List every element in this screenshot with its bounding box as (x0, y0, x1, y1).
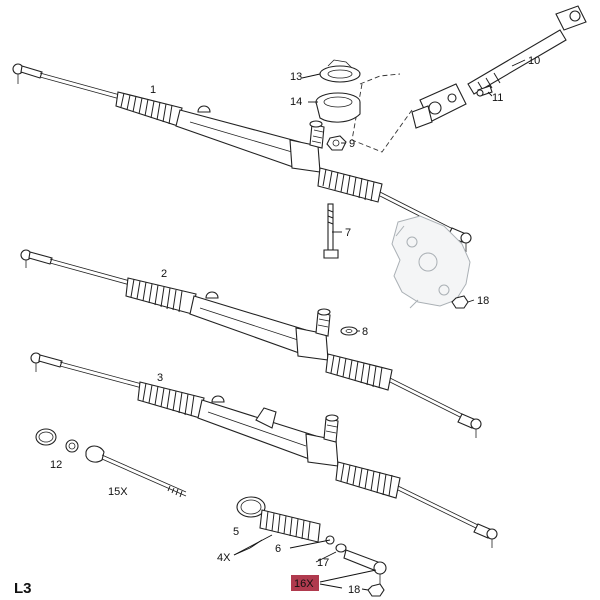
steering-rack-1 (12, 63, 472, 252)
callout-16x: 16X (294, 578, 314, 590)
callout-7: 7 (345, 227, 351, 239)
callout-14: 14 (290, 96, 302, 108)
callout-9: 9 (349, 138, 355, 150)
callout-17: 17 (317, 557, 329, 569)
nut-9 (326, 135, 347, 151)
tie-rod-right-2 (389, 377, 482, 438)
nut-18-upper (451, 295, 469, 309)
steering-column-shaft (411, 5, 587, 129)
steering-rack-3 (30, 352, 498, 548)
nut-17 (335, 543, 347, 553)
boot-6 (259, 509, 321, 543)
steering-rack-2 (20, 249, 393, 391)
callout-6: 6 (275, 543, 281, 555)
callout-10: 10 (528, 55, 540, 67)
callout-15x: 15X (108, 486, 128, 498)
callout-5: 5 (233, 526, 239, 538)
seal-ring-12 (35, 428, 57, 446)
tie-rod-end-16 (343, 549, 387, 584)
dust-seal-13 (319, 59, 361, 83)
ring-12-small (65, 439, 79, 453)
callout-3: 3 (157, 372, 163, 384)
leader-lines (233, 59, 526, 591)
steering-knuckle-ghost (391, 215, 471, 309)
column-boundary-dashed (351, 73, 413, 153)
inner-tie-rod-15 (85, 445, 187, 498)
callout-8: 8 (362, 326, 368, 338)
callout-2: 2 (161, 268, 167, 280)
callout-1: 1 (150, 84, 156, 96)
callout-13: 13 (290, 71, 302, 83)
callout-12: 12 (50, 459, 62, 471)
nut-18-lower (367, 583, 385, 597)
callout-16x-highlight: 16X (291, 575, 319, 591)
callout-11: 11 (492, 92, 503, 104)
clamp-5 (236, 496, 266, 518)
callout-18-lower: 18 (348, 584, 360, 596)
callout-18-upper: 18 (477, 295, 489, 307)
bolt-7 (323, 203, 339, 259)
grommet-14 (315, 92, 361, 123)
callout-4x: 4X (217, 552, 231, 564)
washer-8 (340, 326, 358, 336)
page-label: L3 (14, 580, 32, 597)
bolt-11 (476, 85, 493, 97)
